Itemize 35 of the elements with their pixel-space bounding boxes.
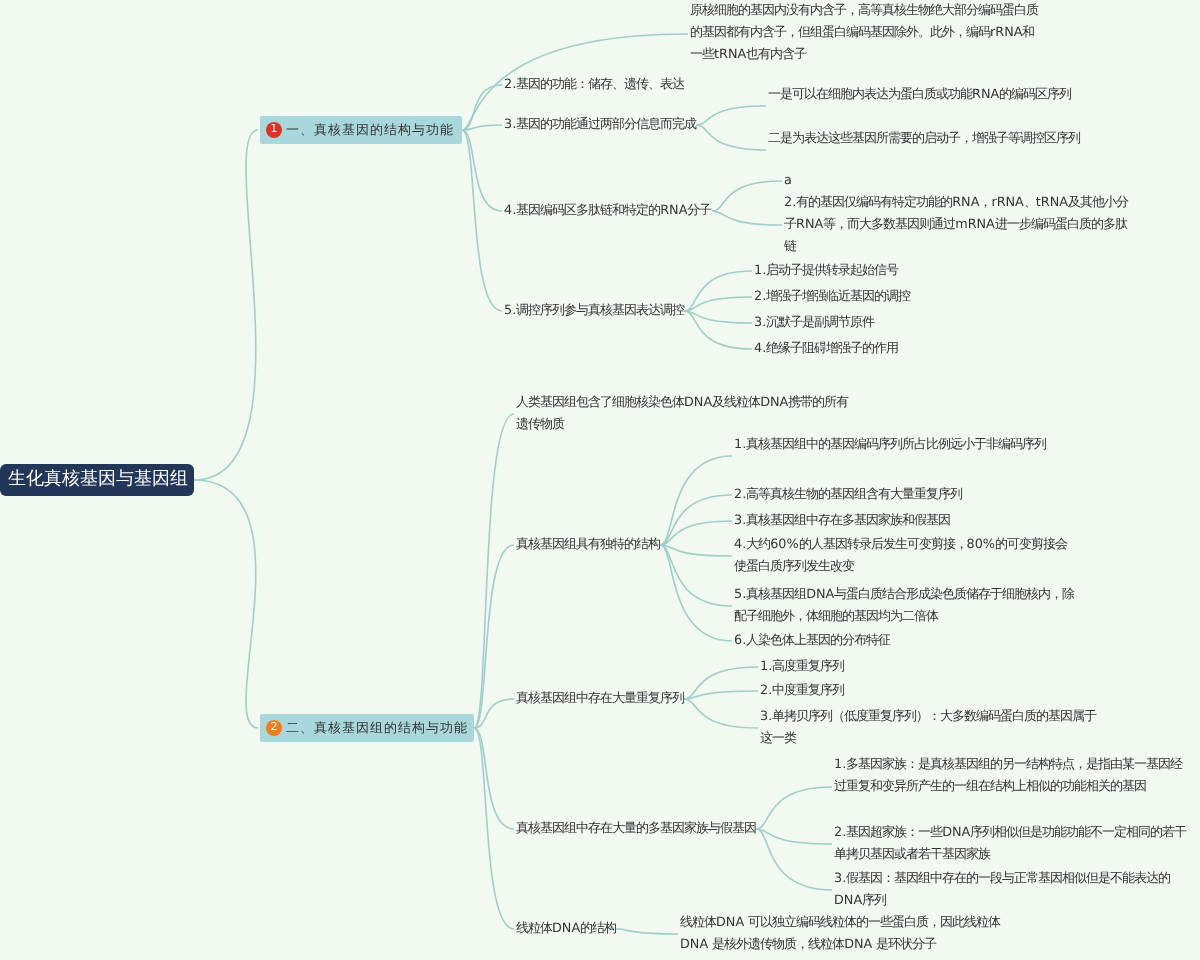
branch-line <box>659 544 733 642</box>
branch-line <box>461 129 503 312</box>
branch-line <box>461 124 503 131</box>
branch-line <box>461 84 503 131</box>
branch-line <box>711 210 783 226</box>
branch-line <box>711 180 783 212</box>
branch-line <box>683 270 753 312</box>
branch-line <box>659 544 733 557</box>
branch-line <box>695 124 767 151</box>
branch-line <box>683 310 753 350</box>
branch-line <box>659 544 733 607</box>
branch-line <box>683 310 753 324</box>
topic-box <box>260 714 474 742</box>
branch-line <box>755 828 833 845</box>
branch-line <box>755 786 833 830</box>
branch-line <box>659 455 733 546</box>
topic-box <box>260 116 462 144</box>
branch-line <box>461 129 503 212</box>
branch-line <box>695 105 767 126</box>
branch-line <box>615 928 679 935</box>
branch-line <box>473 698 515 729</box>
branch-line <box>461 33 689 131</box>
branch-line <box>473 544 515 729</box>
central-topic-box: 生化真核基因与基因组 <box>0 464 194 496</box>
branch-line <box>755 828 833 891</box>
branch-line <box>659 520 733 546</box>
branch-line <box>193 479 259 729</box>
branch-line <box>659 494 733 546</box>
branch-line <box>473 413 515 729</box>
branch-line <box>683 296 753 312</box>
branch-line <box>683 698 759 729</box>
branch-line <box>683 690 759 700</box>
branch-line <box>683 666 759 700</box>
branch-line <box>473 727 515 930</box>
branch-line <box>473 727 515 830</box>
